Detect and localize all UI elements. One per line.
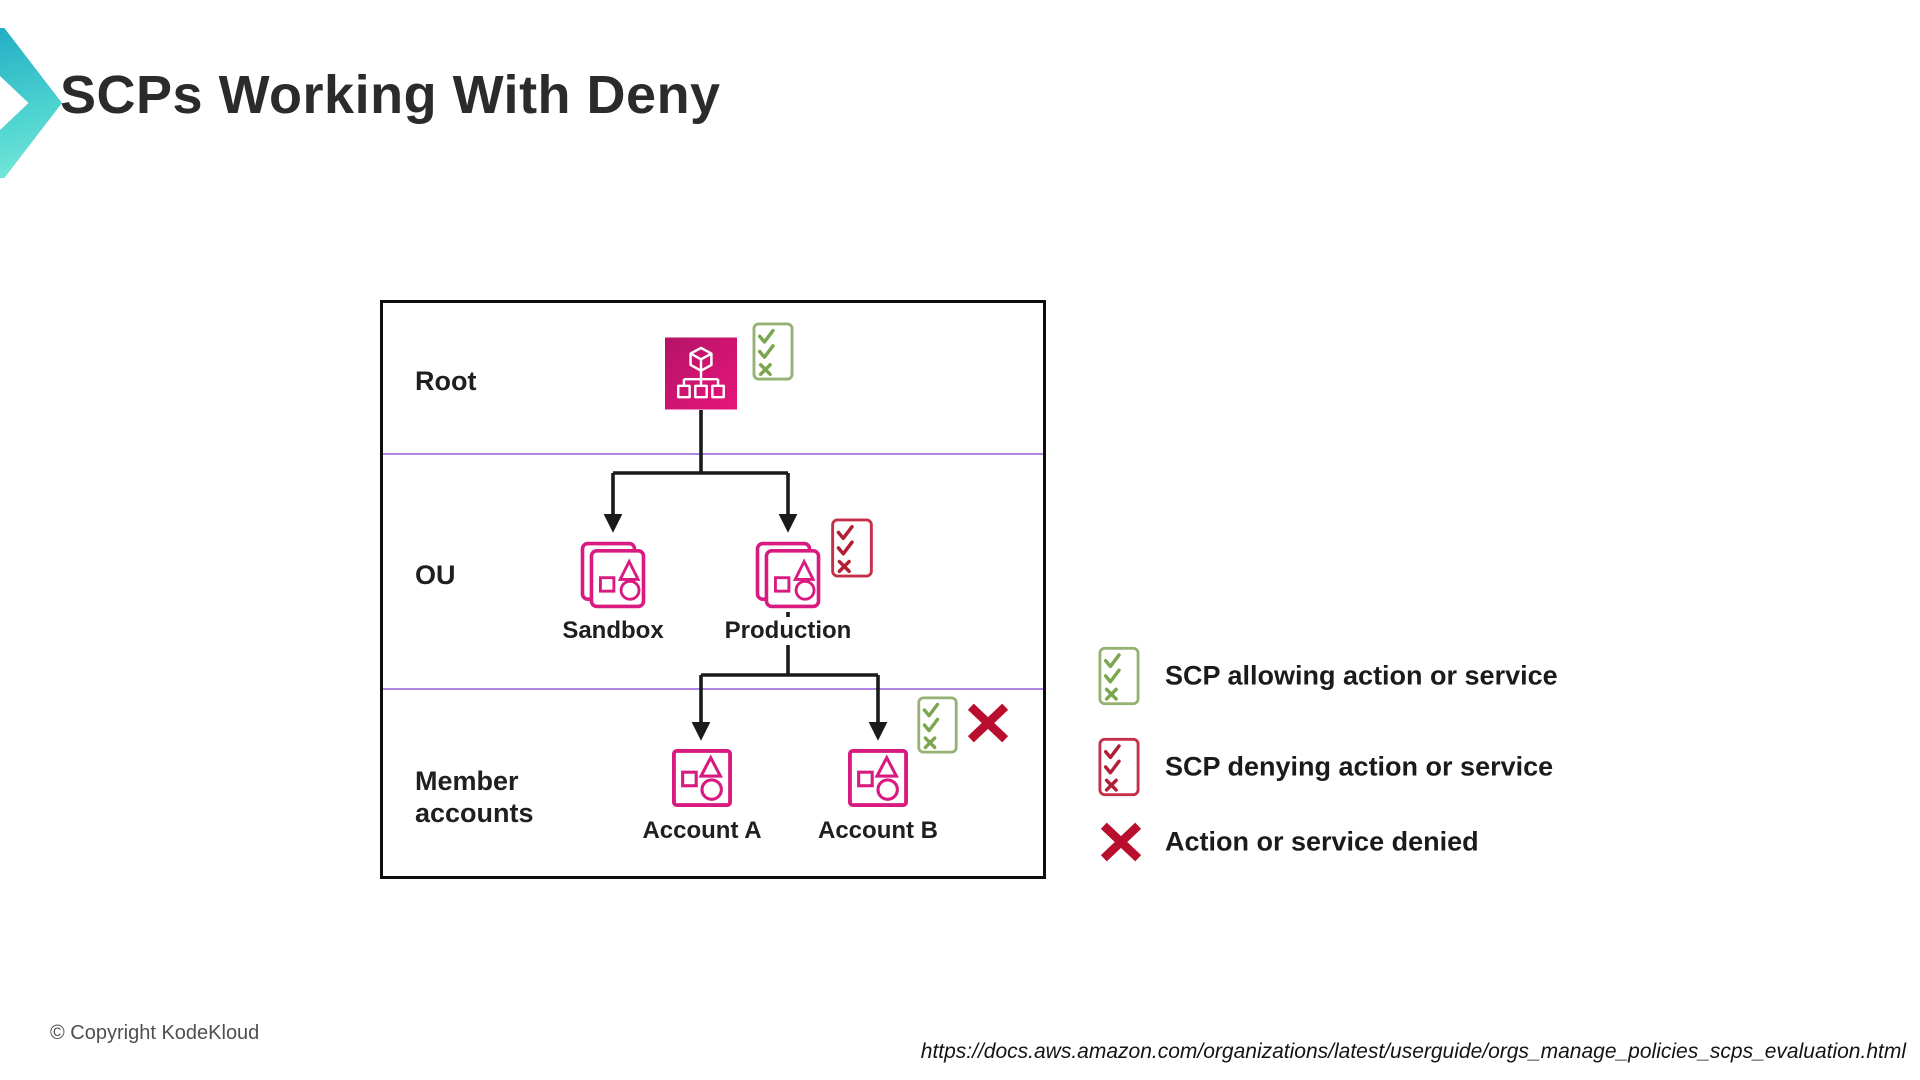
account-b-icon xyxy=(847,748,909,808)
node-label-production: Production xyxy=(720,617,856,645)
legend-label-deny: SCP denying action or service xyxy=(1165,751,1554,782)
row-label-member-accounts: Member accounts xyxy=(415,766,534,828)
tree-connector-lines xyxy=(603,410,888,741)
aws-org-diagram: Root OU Member accounts xyxy=(380,300,1046,879)
aws-organizations-icon xyxy=(665,337,737,410)
scp-allow-icon xyxy=(750,322,796,381)
legend: SCP allowing action or service SCP denyi… xyxy=(1098,645,1658,895)
page-title: SCPs Working With Deny xyxy=(60,65,721,125)
node-label-account-a: Account A xyxy=(638,817,766,845)
copyright-text: © Copyright KodeKloud xyxy=(50,1022,260,1044)
row-label-root: Root xyxy=(415,366,477,396)
source-url: https://docs.aws.amazon.com/organization… xyxy=(920,1040,1906,1063)
account-a-icon xyxy=(671,748,733,808)
ou-sandbox-icon xyxy=(578,538,648,612)
denied-x-icon xyxy=(1100,821,1142,863)
kodekloud-chevron-logo xyxy=(0,28,62,178)
scp-deny-icon xyxy=(1098,736,1140,798)
ou-production-icon xyxy=(753,538,823,612)
legend-label-denied: Action or service denied xyxy=(1165,826,1479,857)
row-divider-root-ou xyxy=(383,453,1043,455)
denied-x-icon xyxy=(967,702,1009,744)
row-label-ou: OU xyxy=(415,560,456,590)
legend-label-allow: SCP allowing action or service xyxy=(1165,660,1558,691)
scp-allow-icon xyxy=(915,696,960,754)
scp-allow-icon xyxy=(1098,645,1140,707)
row-divider-ou-member xyxy=(383,688,1043,690)
node-label-sandbox: Sandbox xyxy=(558,617,668,645)
scp-deny-icon xyxy=(828,518,876,578)
node-label-account-b: Account B xyxy=(814,817,942,845)
